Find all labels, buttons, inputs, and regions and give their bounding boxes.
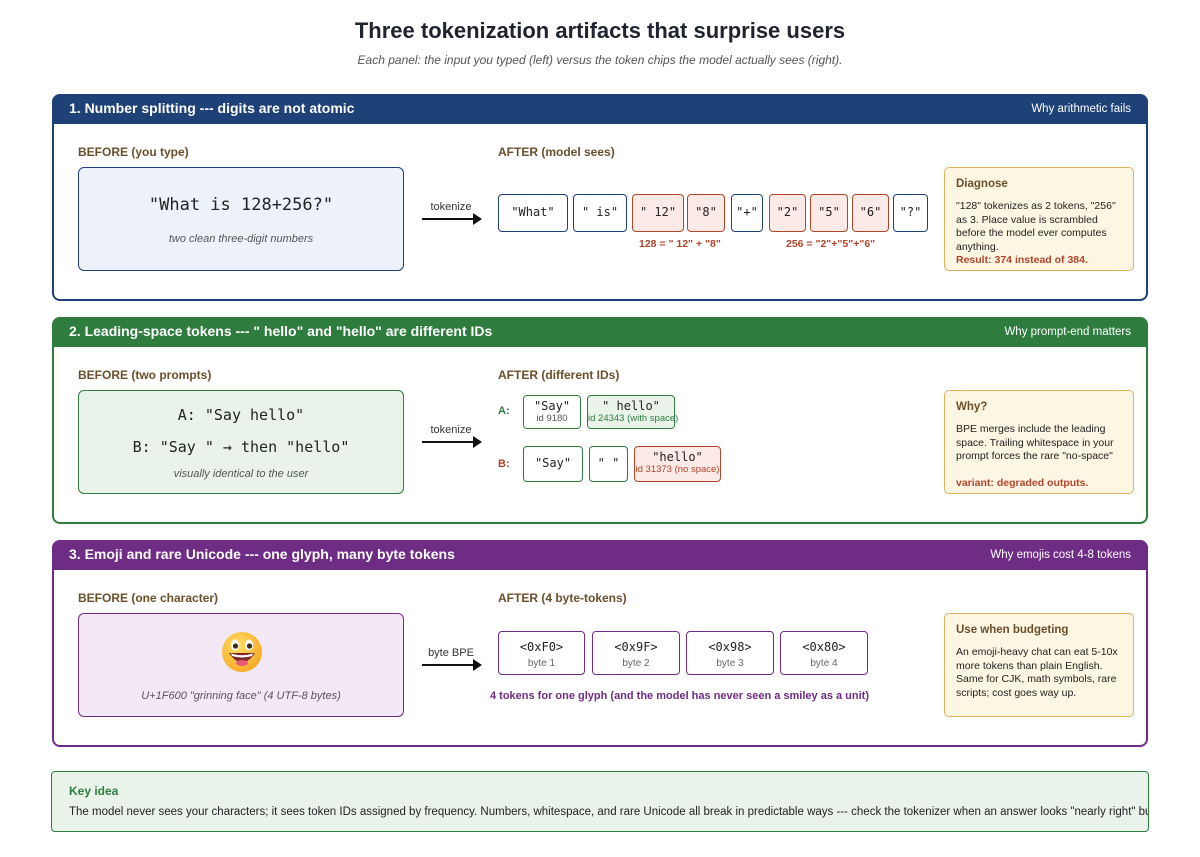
note-title: Use when budgeting <box>956 624 1069 636</box>
byte-token-chip: <0x98> byte 3 <box>686 631 774 675</box>
after-label: AFTER (model sees) <box>498 145 615 159</box>
grinning-face-emoji-icon <box>222 632 262 672</box>
before-input-text: "What is 128+256?" <box>148 195 334 215</box>
before-label: BEFORE (one character) <box>78 591 219 605</box>
token-text: <0x80> <box>802 640 846 654</box>
token-id: id 9180 <box>536 413 568 424</box>
before-input-box: "What is 128+256?" two clean three-digit… <box>78 167 404 271</box>
token-chip: "?" <box>893 194 928 232</box>
note-body: BPE merges include the leading space. Tr… <box>956 423 1114 463</box>
split-note-128: 128 = " 12" + "8" <box>639 238 721 250</box>
panel-header: 1. Number splitting --- digits are not a… <box>52 94 1148 124</box>
before-label: BEFORE (two prompts) <box>78 368 212 382</box>
before-note: visually identical to the user <box>173 468 309 480</box>
token-id: id 24343 (with space) <box>588 413 679 424</box>
arrow-label: byte BPE <box>428 647 474 659</box>
token-text: " hello" <box>602 399 660 413</box>
token-byte: byte 3 <box>716 658 744 669</box>
key-idea-box: Key idea The model never sees your chara… <box>51 771 1149 832</box>
token-chip-split-number: "6" <box>852 194 889 232</box>
page-subtitle: Each panel: the input you typed (left) v… <box>357 53 843 67</box>
token-chip-split-number: "8" <box>687 194 725 232</box>
panel-tag: Why arithmetic fails <box>1031 103 1131 115</box>
token-chip-with-space: " hello" id 24343 (with space) <box>587 395 679 429</box>
token-id: id 31373 (no space) <box>635 464 720 475</box>
token-chip: "What" <box>498 194 568 232</box>
byte-token-summary: 4 tokens for one glyph (and the model ha… <box>490 690 869 702</box>
row-b-label: B: <box>498 458 510 470</box>
before-note: U+1F600 "grinning face" (4 UTF-8 bytes) <box>141 690 341 702</box>
row-a-label: A: <box>498 405 510 417</box>
byte-bpe-arrow <box>422 659 482 671</box>
split-note-256: 256 = "2"+"5"+"6" <box>786 238 876 250</box>
token-chip: " is" <box>573 194 627 232</box>
token-text: <0xF0> <box>519 640 564 654</box>
why-note: Why? BPE merges include the leading spac… <box>944 390 1134 494</box>
token-byte: byte 4 <box>810 658 838 669</box>
panel-tag: Why emojis cost 4-8 tokens <box>990 549 1131 561</box>
token-chip: "+" <box>731 194 763 232</box>
token-chip-split-number: "2" <box>769 194 806 232</box>
token-text: "hello" <box>652 450 703 464</box>
token-chip-split-number: "5" <box>810 194 848 232</box>
prompt-b-text: B: "Say " → then "hello" <box>132 438 350 456</box>
tokenize-arrow <box>422 436 482 448</box>
token-byte: byte 2 <box>622 658 650 669</box>
panel-title: 1. Number splitting --- digits are not a… <box>69 100 355 116</box>
note-title: Diagnose <box>956 178 1008 190</box>
panel-title: 2. Leading-space tokens --- " hello" and… <box>69 323 493 339</box>
token-text: "Say" <box>533 399 571 413</box>
arrow-label: tokenize <box>430 424 472 436</box>
note-result: Result: 374 instead of 384. <box>956 254 1088 266</box>
byte-token-chip: <0x80> byte 4 <box>780 631 868 675</box>
byte-token-chip: <0x9F> byte 2 <box>592 631 680 675</box>
note-result: variant: degraded outputs. <box>956 477 1089 489</box>
token-chip-no-space: "hello" id 31373 (no space) <box>634 446 721 482</box>
before-note: two clean three-digit numbers <box>168 233 314 245</box>
key-idea-title: Key idea <box>69 784 119 798</box>
note-body: "128" tokenizes as 2 tokens, "256" as 3.… <box>956 200 1116 254</box>
note-title: Why? <box>956 401 988 413</box>
page-title: Three tokenization artifacts that surpri… <box>354 18 846 43</box>
token-chip-split-number: " 12" <box>632 194 684 232</box>
panel-title: 3. Emoji and rare Unicode --- one glyph,… <box>69 546 455 562</box>
panel-tag: Why prompt-end matters <box>1004 326 1131 338</box>
budgeting-note: Use when budgeting An emoji-heavy chat c… <box>944 613 1134 717</box>
panel-emoji-unicode: 3. Emoji and rare Unicode --- one glyph,… <box>52 540 1148 747</box>
before-input-box: U+1F600 "grinning face" (4 UTF-8 bytes) <box>78 613 404 717</box>
note-body: An emoji-heavy chat can eat 5-10x more t… <box>956 646 1118 700</box>
key-idea-text: The model never sees your characters; it… <box>69 806 1149 818</box>
token-chip: "Say" id 9180 <box>523 395 581 429</box>
prompt-a-text: A: "Say hello" <box>177 406 305 424</box>
diagnose-note: Diagnose "128" tokenizes as 2 tokens, "2… <box>944 167 1134 271</box>
after-label: AFTER (different IDs) <box>498 368 620 382</box>
token-text: <0x9F> <box>614 640 658 654</box>
panel-header: 3. Emoji and rare Unicode --- one glyph,… <box>52 540 1148 570</box>
token-byte: byte 1 <box>527 658 556 669</box>
token-chip-trailing-space: " " <box>589 446 628 482</box>
token-text: <0x98> <box>708 640 752 654</box>
before-input-box: A: "Say hello" B: "Say " → then "hello" … <box>78 390 404 494</box>
tokenize-arrow <box>422 213 482 225</box>
arrow-label: tokenize <box>430 201 472 213</box>
panel-number-splitting: 1. Number splitting --- digits are not a… <box>52 94 1148 301</box>
byte-token-chip: <0xF0> byte 1 <box>498 631 585 675</box>
after-label: AFTER (4 byte-tokens) <box>498 591 627 605</box>
panel-leading-space: 2. Leading-space tokens --- " hello" and… <box>52 317 1148 524</box>
before-label: BEFORE (you type) <box>78 145 189 159</box>
token-chip: "Say" <box>523 446 583 482</box>
panel-header: 2. Leading-space tokens --- " hello" and… <box>52 317 1148 347</box>
